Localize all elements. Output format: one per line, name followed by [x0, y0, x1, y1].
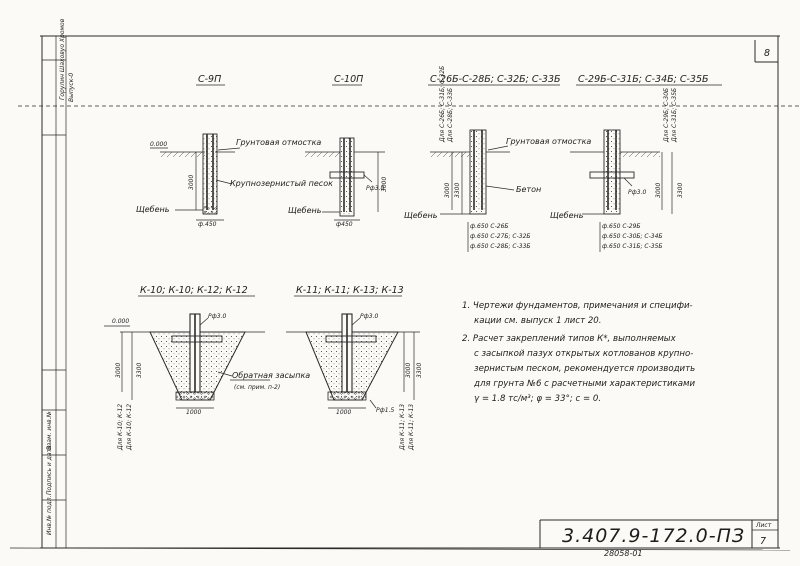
detail-c10p: С-10П Рф3.0 3000 ф450 Щебень — [288, 74, 388, 228]
bar: Рф3.0 — [366, 185, 384, 192]
vertical-label-1: Для К-10; К-12 — [117, 404, 124, 451]
depth-2: 3300 — [416, 363, 423, 378]
callout-sand: Крупнозернистый песок — [230, 179, 333, 188]
depth-1: 3000 — [115, 363, 122, 378]
diameter-1: ф.650 С-29Б — [602, 223, 641, 230]
binding-label-2: Подпись и дата — [46, 445, 53, 495]
depth-1: 3000 — [405, 363, 412, 378]
depth-2: 3300 — [136, 363, 143, 378]
note-line: γ = 1.8 тс/м³; φ = 33°; c = 0. — [474, 394, 601, 404]
binding-label-1: Инв.№ подл. — [46, 495, 53, 535]
note-line: зернистым песком, рекомендуется производ… — [474, 364, 695, 374]
sheet-number: 7 — [760, 536, 766, 547]
issue-label: Выпуск-0 — [68, 73, 75, 102]
page-number-box: 8 — [754, 40, 778, 63]
level-mark: 0.000 — [112, 318, 129, 325]
note-line: кации см. выпуск 1 лист 20. — [474, 316, 602, 326]
diameter: ф.450 — [198, 221, 217, 228]
bar-bottom: Рф1.5 — [376, 407, 394, 414]
callout-gravel: Щебень — [404, 211, 438, 220]
detail-c9p: С-9П 0.000 3000 ф.450 Грунтовая отмостка… — [136, 74, 333, 228]
detail-title: С-10П — [334, 74, 363, 85]
vertical-label-2: Для С-31Б; С-35Б — [671, 88, 678, 143]
diameter: ф450 — [336, 221, 353, 228]
detail-title: С-9П — [198, 74, 221, 85]
detail-title: С-29Б-С-31Б; С-34Б; С-35Б — [578, 74, 709, 85]
detail-title: К-11; К-11; К-13; К-13 — [296, 285, 404, 296]
bar-top: Рф3.0 — [360, 313, 378, 320]
detail-c29b: С-29Б-С-31Б; С-34Б; С-35Б Для С-29Б; С-3… — [550, 74, 722, 252]
callout-soil: Грунтовая отмостка — [236, 138, 321, 147]
callout-gravel: Щебень — [550, 211, 584, 220]
bar: Рф3.0 — [208, 313, 226, 320]
vertical-label-1: Для К-11; К-13 — [399, 404, 406, 451]
vertical-label-2: Для К-11; К-13 — [408, 404, 415, 451]
sheet-frame — [9, 35, 800, 551]
note-line: для грунта №6 с расчетными характеристик… — [473, 379, 695, 389]
sheet-label: Лист — [755, 522, 772, 529]
diameter-1: ф.650 С-26Б — [470, 223, 509, 230]
note-line: 1. Чертежи фундаментов, примечания и спе… — [462, 301, 693, 311]
callout-backfill: Обратная засыпка — [232, 371, 310, 380]
note-line: с засыпкой пазух открытых котлованов кру… — [474, 349, 693, 359]
base: 1000 — [186, 409, 201, 416]
detail-title: К-10; К-10; К-12; К-12 — [140, 285, 248, 296]
detail-k10: К-10; К-10; К-12; К-12 0.000 Рф3.0 1000 … — [104, 285, 310, 451]
title-stamp: 3.407.9-172.0-ПЗ Лист 7 28058-01 — [539, 519, 778, 558]
depth: 3000 — [188, 175, 195, 190]
left-block-text: Горулин Шаховуо Хромов — [59, 18, 66, 100]
doc-code: 3.407.9-172.0-ПЗ — [562, 525, 745, 547]
diameter-3: ф.650 С-28Б; С-33Б — [470, 243, 531, 250]
callout-concrete: Бетон — [516, 185, 541, 194]
vertical-label-1: Для С-29Б; С-30Б — [663, 88, 670, 143]
vertical-label-2: Для С-28Б; С-33Б — [447, 88, 454, 143]
callout-gravel: Щебень — [288, 206, 322, 215]
callout-soil: Грунтовая отмостка — [506, 137, 591, 146]
page-number: 8 — [764, 48, 770, 59]
diameter-3: ф.650 С-31Б; С-35Б — [602, 243, 663, 250]
detail-c26b: С-26Б-С-28Б; С-32Б; С-33Б Для С-26Б; С-3… — [404, 66, 591, 252]
callout-backfill-note: (см. прим. п-2) — [234, 384, 280, 391]
depth: 3000 — [381, 177, 388, 192]
vertical-label-2: Для К-10; К-12 — [126, 404, 133, 451]
depth-2: 3300 — [677, 183, 684, 198]
base: 1000 — [336, 409, 351, 416]
detail-title: С-26Б-С-28Б; С-32Б; С-33Б — [430, 74, 561, 85]
depth-2: 3300 — [454, 183, 461, 198]
notes-block: 1. Чертежи фундаментов, примечания и спе… — [462, 301, 695, 404]
level-mark: 0.000 — [150, 141, 167, 148]
bar: Рф3.0 — [628, 189, 646, 196]
vertical-label-1: Для С-26Б; С-31Б; С-32Б — [439, 66, 446, 143]
archive-code: 28058-01 — [604, 549, 643, 558]
note-line: 2. Расчет закреплений типов К*, выполняе… — [462, 334, 677, 344]
depth-1: 3000 — [444, 183, 451, 198]
diameter-2: ф.650 С-27Б; С-32Б — [470, 233, 531, 240]
depth-1: 3000 — [655, 183, 662, 198]
detail-k11: К-11; К-11; К-13; К-13 Рф3.0 Рф1.5 1000 … — [286, 285, 423, 451]
diameter-2: ф.650 С-30Б; С-34Б — [602, 233, 663, 240]
callout-gravel: Щебень — [136, 205, 170, 214]
binding-label-3: Взам. инв.№ — [46, 411, 53, 450]
